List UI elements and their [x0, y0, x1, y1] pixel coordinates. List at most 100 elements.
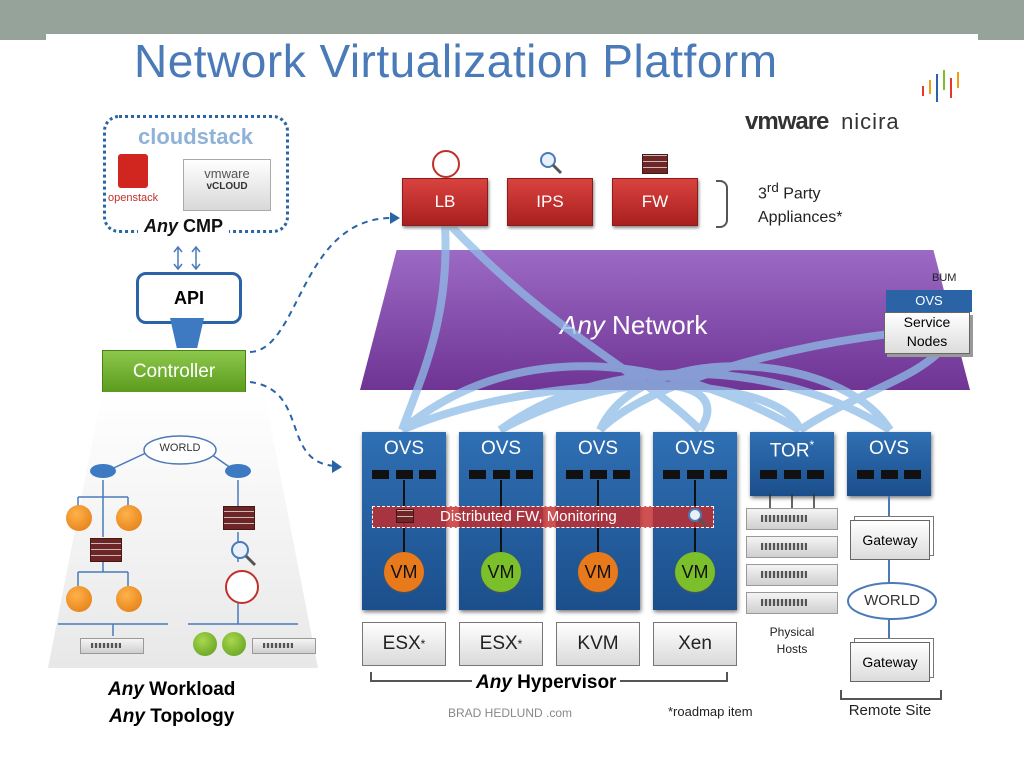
tor-star: * — [809, 438, 815, 452]
ovs-label: OVS — [577, 438, 619, 459]
hypervisor-star: * — [517, 637, 523, 651]
hypervisor-esx-2: ESX* — [459, 622, 543, 666]
third-party-sup: rd — [766, 180, 779, 195]
page-title: Network Virtualization Platform — [134, 35, 778, 87]
magnifier-icon — [231, 541, 257, 567]
workload-node-icon — [222, 632, 246, 656]
credit-text: BRAD HEDLUND .com — [448, 706, 573, 720]
nicira-mark-icon — [922, 70, 959, 102]
gateway-box-top: Gateway — [850, 520, 930, 560]
firewall-icon — [90, 538, 122, 562]
api-connector — [170, 318, 204, 348]
third-party-label: 3rd Party Appliances* — [758, 176, 843, 230]
workload-any: Any — [108, 679, 144, 700]
fw-appliance-icon — [642, 154, 668, 174]
third-party-number: 3 — [758, 185, 767, 203]
ovs-label: OVS — [674, 438, 716, 459]
distributed-fw-label: Distributed FW, Monitoring — [440, 508, 617, 525]
tor-host-links — [769, 494, 815, 508]
load-balancer-appliance: LB — [402, 178, 488, 226]
vm-link — [403, 480, 405, 590]
network-band — [360, 250, 970, 390]
tor-text: TOR — [769, 440, 810, 462]
vswitch-ports — [663, 470, 727, 480]
gateway-ports — [857, 470, 921, 480]
physical-host-server — [746, 508, 838, 530]
hypervisor-star: * — [420, 637, 426, 651]
vm-link — [597, 480, 599, 590]
physical-host-server — [746, 536, 838, 558]
openstack-logo-icon — [118, 154, 148, 188]
vcloud-vmware-text: vmware — [204, 166, 250, 181]
hypervisor-label: ESX — [382, 633, 421, 654]
any-hypervisor-label: Any Hypervisor — [472, 672, 621, 694]
cmp-api-arrows-icon — [173, 245, 201, 271]
appliances-brace — [716, 180, 728, 228]
hypervisor-label: Xen — [678, 633, 712, 654]
ips-magnifier-icon — [540, 152, 563, 175]
distributed-fw-icon — [396, 509, 414, 523]
remote-site-label: Remote Site — [848, 702, 932, 719]
network-label: Any Network — [560, 310, 707, 341]
ips-appliance: IPS — [507, 178, 593, 226]
physical-host-server — [746, 564, 838, 586]
ovs-label: OVS — [480, 438, 522, 459]
lb-appliance-icon — [432, 150, 460, 178]
server-icon — [80, 638, 144, 654]
bum-label: BUM — [932, 272, 957, 284]
remote-site-brace — [840, 690, 942, 700]
distributed-monitor-icon — [688, 508, 708, 528]
workload-node-icon — [116, 505, 142, 531]
vendor-logo: vmware nicira — [745, 108, 900, 136]
controller-links — [249, 212, 400, 473]
workload-label: Any Workload Any Topology — [108, 676, 235, 730]
workload-node-icon — [116, 586, 142, 612]
cmp-label-any: Any — [144, 216, 179, 236]
controller-box: Controller — [102, 350, 246, 394]
topology-rest: Topology — [144, 706, 235, 727]
any-hypervisor-any: Any — [476, 672, 512, 693]
physical-hosts-label: Physical Hosts — [769, 625, 815, 656]
tor-switch: TOR* — [750, 432, 834, 496]
workload-node-icon — [66, 586, 92, 612]
remote-world-label: WORLD — [864, 592, 920, 609]
roadmap-note: *roadmap item — [668, 704, 753, 719]
physical-host-server — [746, 592, 838, 614]
gateway-ovs-label: OVS — [868, 438, 910, 459]
world-cloud-icon — [143, 435, 217, 465]
vm-icon: VM — [384, 552, 424, 592]
vm-icon: VM — [578, 552, 618, 592]
top-bar — [0, 0, 1024, 40]
service-nodes-box: Service Nodes — [884, 312, 970, 354]
vm-link — [694, 480, 696, 590]
hypervisor-label: ESX — [479, 633, 518, 654]
hypervisor-esx-1: ESX* — [362, 622, 446, 666]
workload-node-icon — [66, 505, 92, 531]
cmp-label: Any CMP — [138, 216, 230, 237]
tor-label: TOR* — [750, 438, 834, 462]
gateway-ovs: OVS — [847, 432, 931, 496]
cloudstack-logo: cloudstack — [138, 124, 253, 149]
vcloud-text: vCLOUD — [206, 181, 248, 192]
openstack-logo-text: openstack — [108, 192, 159, 204]
topology-any: Any — [109, 706, 145, 727]
third-party-rest: Party — [778, 185, 821, 203]
hypervisor-label: KVM — [577, 633, 619, 654]
vm-icon: VM — [481, 552, 521, 592]
gateway-link-line — [888, 496, 890, 646]
remote-world-cloud-icon — [847, 582, 937, 620]
server-icon — [252, 638, 316, 654]
cmp-label-rest: CMP — [183, 216, 224, 236]
any-hypervisor-rest: Hypervisor — [511, 672, 617, 693]
third-party-line-1: 3rd Party — [758, 176, 843, 206]
api-box: API — [136, 272, 242, 324]
service-node-ovs: OVS — [886, 290, 972, 312]
workload-world-label: WORLD — [159, 442, 201, 454]
tor-ports — [760, 470, 824, 480]
network-label-rest: Network — [604, 310, 708, 340]
nicira-logo-text: nicira — [841, 109, 900, 134]
hypervisor-kvm: KVM — [556, 622, 640, 666]
third-party-line-2: Appliances* — [758, 209, 843, 227]
ovs-label: OVS — [383, 438, 425, 459]
vm-link — [500, 480, 502, 590]
